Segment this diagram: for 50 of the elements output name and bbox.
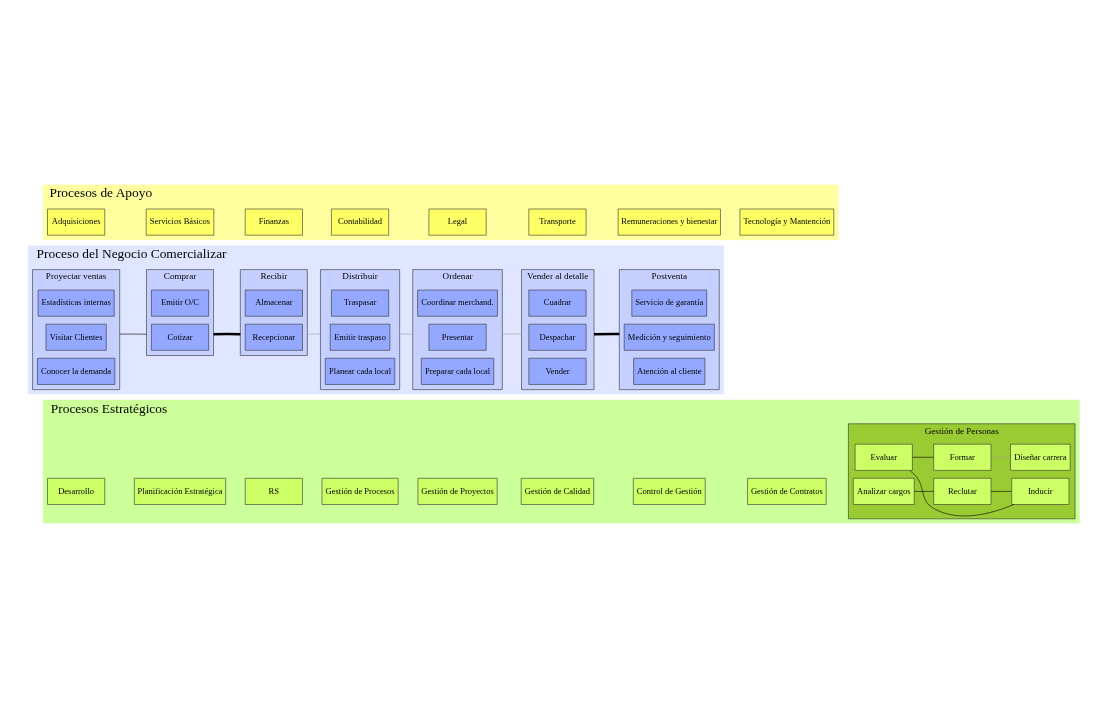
node-box: Desarrollo — [47, 477, 106, 505]
node-box: Control de Gestión — [633, 477, 706, 505]
node-box: Cuadrar — [528, 289, 587, 317]
node-box: Gestión de Calidad — [520, 477, 595, 505]
node-box: Planear cada local — [325, 357, 396, 385]
node-box: Emitir traspaso — [329, 323, 391, 351]
node-box: Transporte — [528, 208, 587, 235]
node-box: Presentar — [428, 323, 487, 351]
node-box: Coordinar merchand. — [417, 289, 498, 317]
node-box: Visitar Clientes — [45, 323, 107, 351]
connector — [502, 333, 522, 334]
node-box: Estadísticas internas — [37, 289, 115, 317]
node-box: Preparar cada local — [421, 357, 495, 385]
connector — [594, 332, 620, 335]
connector — [399, 333, 414, 334]
node-box: Gestión de Proyectos — [417, 477, 498, 505]
node-box: Atención al cliente — [633, 357, 706, 385]
connector — [307, 333, 321, 334]
node-box: Traspasar — [331, 289, 389, 317]
node-box: Medición y seguimiento — [623, 323, 715, 351]
node-box: Adquisiciones — [47, 208, 106, 235]
node-box: Servicios Básicos — [145, 208, 215, 235]
node-box: Recepcionar — [244, 323, 303, 351]
connector — [213, 332, 241, 335]
node-box: Finanzas — [244, 208, 303, 235]
connector — [909, 469, 1015, 516]
node-box: Emitir O/C — [151, 289, 209, 317]
node-box: Remuneraciones y bienestar — [617, 208, 721, 235]
node-box: Gestión de Procesos — [321, 477, 399, 505]
node-box: RS — [244, 477, 303, 505]
node-box: Tecnología y Mantención — [739, 208, 835, 235]
node-box: Legal — [428, 208, 487, 235]
connector — [990, 490, 1012, 492]
connector — [990, 456, 1011, 458]
node-box: Analizar cargos — [852, 477, 915, 505]
node-box: Conocer la demanda — [37, 357, 116, 385]
node-box: Reclutar — [933, 477, 992, 505]
node-box: Contabilidad — [331, 208, 389, 235]
node-box: Diseñar carrera — [1010, 443, 1071, 471]
node-box: Formar — [933, 443, 992, 471]
node-box: Despachar — [528, 323, 587, 351]
node-box: Gestión de Contratos — [747, 477, 827, 505]
node-box: Servicio de garantía — [631, 289, 708, 317]
node-box: Vender — [528, 357, 587, 385]
node-box: Almacenar — [244, 289, 303, 317]
node-box: Inducir — [1011, 477, 1070, 505]
node-box: Evaluar — [854, 443, 913, 471]
connector — [913, 490, 934, 492]
node-box: Cotizar — [151, 323, 209, 351]
node-box: Planificación Estratégica — [134, 477, 226, 505]
